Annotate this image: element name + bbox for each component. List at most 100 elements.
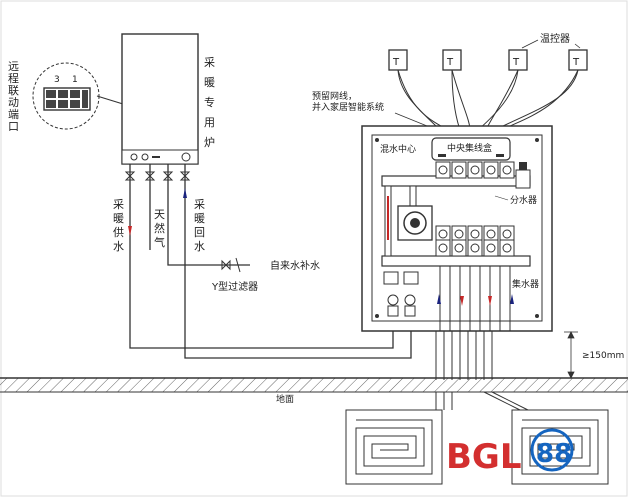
collector-valve-knob-icon [470, 243, 480, 253]
remote-port-circle [32, 62, 100, 130]
collector-valve-knob-icon [486, 243, 496, 253]
divider-valve-knob-icon [486, 165, 496, 175]
thermostat-group: T T T T 温控器 [388, 32, 588, 71]
thermostat-letter: T [392, 57, 400, 68]
terminal-screw-6 [70, 100, 80, 108]
supply-arrow-icon [460, 296, 464, 306]
y-filter-icon [235, 257, 241, 273]
reserved-network-label-line1: 预留网线， [312, 90, 357, 102]
remote-port-group: 远程联动端口 3 1 [8, 60, 124, 133]
boiler-knob-icon [130, 153, 138, 161]
boiler-pipes [129, 164, 412, 359]
ground-hatch [0, 378, 628, 392]
junction-connector [438, 154, 446, 157]
thermostat-label: 温控器 [540, 32, 570, 45]
collector-valve-knob-icon [502, 243, 512, 253]
drain-valve-icon [387, 294, 399, 306]
remote-port-vertical-label: 远程联动端口 [8, 60, 19, 133]
flow-meter-knob-icon [438, 229, 448, 239]
valve-icon [162, 171, 174, 181]
return-arrow-icon [510, 294, 514, 304]
return-flow-arrow-icon [183, 188, 187, 198]
water-collector-label: 集水器 [512, 278, 539, 290]
divider-valve-knob-icon [502, 165, 512, 175]
watermark-ring [530, 428, 574, 472]
central-junction-box-label: 中央集线盒 [447, 142, 492, 154]
collector-bar [381, 255, 531, 267]
valve-icon [124, 171, 136, 181]
supply-flow-arrow-icon [128, 226, 132, 236]
bottom-connector [403, 271, 419, 285]
boiler-vertical-label: 采暖专用炉 [204, 56, 215, 149]
terminal-screw-1 [46, 90, 56, 98]
tap-water-makeup-label: 自来水补水 [270, 259, 320, 272]
screw-icon [375, 138, 379, 142]
divider-valve-knob-icon [454, 165, 464, 175]
thermostat-wire [451, 69, 461, 131]
ground-label: 地面 [276, 393, 294, 405]
terminal-screw-7 [82, 90, 88, 108]
mixing-riser-pipe [409, 185, 417, 207]
valve-icon [144, 171, 156, 181]
screw-icon [535, 138, 539, 142]
thermostat-letter: T [572, 57, 580, 68]
cabinet-inner [371, 134, 543, 322]
thermostat-leader [521, 39, 539, 49]
junction-connector [496, 154, 504, 157]
thermostat-wire [397, 69, 449, 131]
thermostat-wire [451, 69, 471, 131]
screw-icon [375, 314, 379, 318]
terminal-screw-5 [58, 100, 68, 108]
central-junction-box [431, 137, 511, 161]
thermostat-wires [397, 69, 579, 131]
return-water-label: 采暖回水 [194, 198, 205, 253]
drain-valve-icon [404, 294, 416, 306]
natural-gas-label: 天然气 [154, 208, 165, 249]
port-number-1: 1 [72, 75, 78, 85]
y-filter-label: Y型过滤器 [211, 280, 258, 293]
flow-meter-knob-icon [470, 229, 480, 239]
y-filter-valve-icon [221, 259, 231, 271]
loop-pipes [439, 266, 511, 331]
valve-icon [179, 171, 191, 181]
divider-valve-knob-icon [438, 165, 448, 175]
manifold-cabinet: 中央集线盒 混水中心 [361, 125, 553, 332]
flow-meter-knob-icon [502, 229, 512, 239]
flow-meter-knob-icon [454, 229, 464, 239]
supply-water-label: 采暖供水 [113, 198, 124, 253]
boiler-group: 采暖专用炉 [121, 33, 215, 165]
collector-valve-knob-icon [438, 243, 448, 253]
return-pipe [184, 164, 412, 359]
thermostat-wire [477, 69, 519, 131]
height-dimension [564, 331, 578, 379]
collector-valve-knob-icon [454, 243, 464, 253]
mixing-center-label: 混水中心 [380, 143, 416, 155]
terminal-screw-2 [58, 90, 68, 98]
reserved-network-label-line2: 并入家居智能系统 [312, 101, 384, 113]
pipe-fitting [404, 305, 416, 317]
boiler-dial-icon [181, 152, 191, 162]
thermostat-letter: T [512, 57, 520, 68]
boiler-valves [124, 171, 241, 273]
port-number-3: 3 [54, 75, 60, 85]
watermark-brand-text: BGL [446, 437, 522, 477]
divider-leader [494, 195, 509, 201]
air-vent-cap [519, 162, 527, 170]
boiler-body [121, 33, 199, 165]
divider-valves [435, 161, 515, 179]
boiler-knob-icon [141, 153, 149, 161]
pipe-fitting [387, 305, 399, 317]
port-leader-line [96, 95, 124, 105]
thermostat-letter: T [446, 57, 454, 68]
screw-icon [535, 314, 539, 318]
pump-center-icon [410, 218, 420, 228]
divider-valve-knob-icon [470, 165, 480, 175]
thermostat-wire [494, 69, 579, 131]
brand-watermark: BGL 88 [446, 428, 574, 477]
watermark-number: 88 [536, 439, 572, 469]
floor-pipes [435, 331, 493, 380]
flow-meter-knob-icon [486, 229, 496, 239]
terminal-screw-4 [46, 100, 56, 108]
